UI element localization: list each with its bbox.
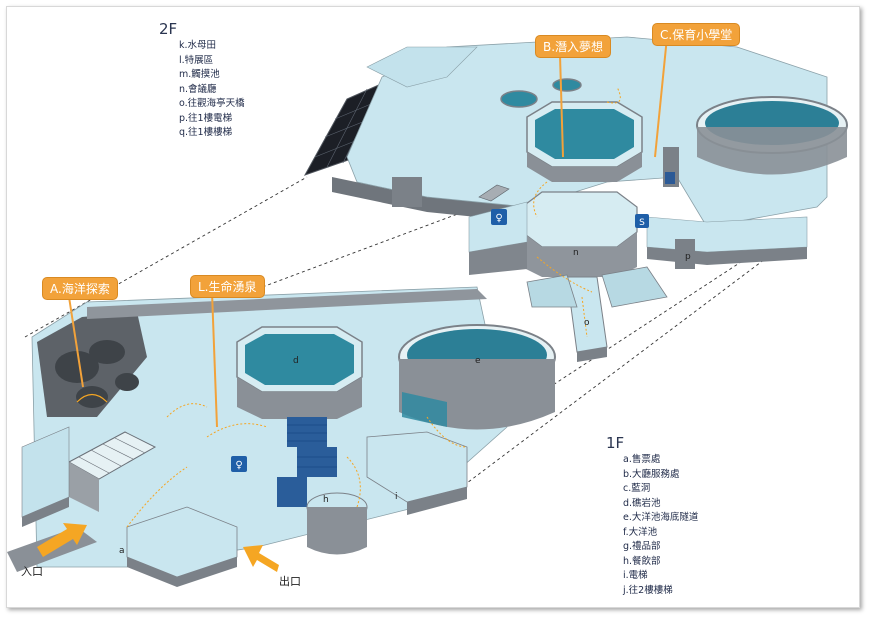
map-frame: ♀ S n o p xyxy=(6,6,860,608)
map-letter-i: i xyxy=(395,492,398,502)
floor-1-building: ♀ d e h i a xyxy=(7,286,556,587)
legend-item: i.電梯 xyxy=(623,570,648,581)
legend-item: j.往2樓樓梯 xyxy=(623,584,673,596)
legend-item: h.餐飲部 xyxy=(623,555,661,567)
map-letter-e: e xyxy=(475,356,481,366)
callout-ocean-explore: A.海洋探索 xyxy=(42,277,118,300)
exit-arrow-icon xyxy=(243,545,279,572)
map-letter-a: a xyxy=(119,546,125,556)
entrance-arrow-icon xyxy=(37,523,87,557)
legend-item: k.水母田 xyxy=(179,40,217,51)
map-letter-h: h xyxy=(323,495,329,505)
legend-item: a.售票處 xyxy=(623,454,661,465)
floor-2-building: ♀ S n o p xyxy=(303,36,848,362)
legend-item: e.大洋池海底隧道 xyxy=(623,512,699,523)
svg-text:S: S xyxy=(639,218,645,228)
svg-text:♀: ♀ xyxy=(235,460,242,471)
callout-life-spring: L.生命湧泉 xyxy=(190,275,265,298)
aquarium-floor-map: ♀ S n o p xyxy=(7,36,848,587)
legend-item: b.大廳服務處 xyxy=(623,468,680,480)
restroom-icon: ♀ xyxy=(491,209,507,225)
legend-item: n.會議廳 xyxy=(179,83,217,95)
legend-item: m.觸摸池 xyxy=(179,69,220,80)
callout-pointers xyxy=(68,36,668,428)
callout-conservation-class: C.保育小學堂 xyxy=(652,23,741,46)
floor-2-title: 2F xyxy=(159,20,178,38)
svg-text:♀: ♀ xyxy=(495,213,502,224)
map-letter-o: o xyxy=(584,318,590,328)
entrance-label: 入口 xyxy=(21,565,43,578)
map-letter-n: n xyxy=(573,248,579,258)
legend-item: l.特展區 xyxy=(179,54,214,66)
legend-item: c.藍洞 xyxy=(623,483,651,494)
legend-item: g.禮品部 xyxy=(623,541,661,552)
legend-item: d.礁岩池 xyxy=(623,497,661,509)
legend-item: p.往1樓電梯 xyxy=(179,112,233,124)
callout-dive-dream: B.潛入夢想 xyxy=(535,35,612,58)
legend-item: f.大洋池 xyxy=(623,526,658,538)
legend-item: o.往觀海亭天橋 xyxy=(179,98,245,109)
map-letter-p: p xyxy=(685,252,691,262)
floor-2-legend: k.水母田 l.特展區 m.觸摸池 n.會議廳 o.往觀海亭天橋 p.往1樓電梯… xyxy=(179,39,245,141)
elevator-icon: S xyxy=(635,214,649,228)
floor-1-legend: a.售票處 b.大廳服務處 c.藍洞 d.礁岩池 e.大洋池海底隧道 f.大洋池… xyxy=(623,453,698,598)
restroom-icon: ♀ xyxy=(231,456,247,472)
map-letter-d: d xyxy=(293,356,299,366)
legend-item: q.往1樓樓梯 xyxy=(179,127,233,138)
floor-1-title: 1F xyxy=(606,434,625,452)
exit-label: 出口 xyxy=(279,575,301,588)
